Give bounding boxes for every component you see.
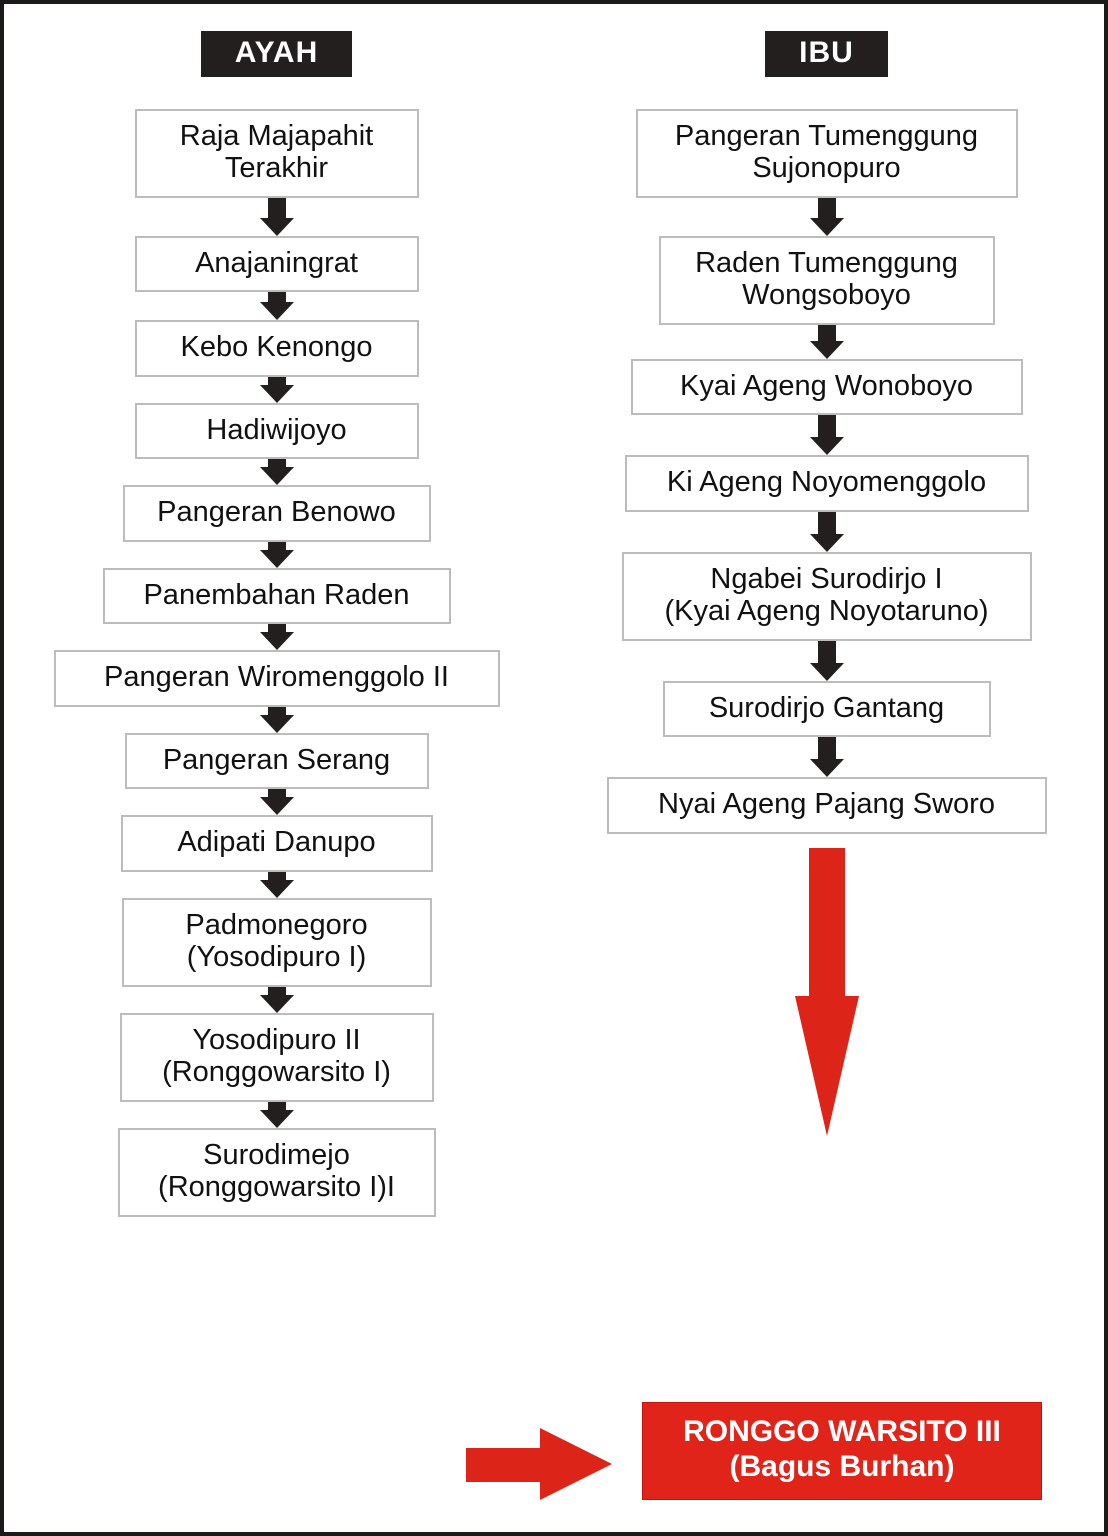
node-anajaningrat: Anajaningrat [134,235,419,293]
node-hadiwijoyo: Hadiwijoyo [134,402,419,460]
arrow-down-icon [259,871,294,898]
column-header-ibu: IBU [765,31,888,77]
arrow-down-icon [259,541,294,568]
arrow-down-icon [259,459,294,486]
node-ki-ageng-noyomenggolo: Ki Ageng Noyomenggolo [624,455,1029,512]
node-yosodipuro-ii: Yosodipuro II (Ronggowarsito I) [119,1012,434,1102]
arrow-down-icon [809,737,844,778]
arrow-down-icon [809,640,844,681]
arrow-down-icon [259,624,294,651]
diagram-columns: AYAH Raja Majapahit Terakhir Anajaningra… [4,4,1104,1532]
node-padmonegoro: Padmonegoro (Yosodipuro I) [121,897,432,987]
node-pangeran-benowo: Pangeran Benowo [122,485,431,542]
node-panembahan-raden: Panembahan Raden [102,567,451,625]
father-lineage-column: AYAH Raja Majapahit Terakhir Anajaningra… [4,4,549,1532]
node-surodirjo-gantang: Surodirjo Gantang [662,680,991,738]
node-nyai-ageng-pajang-sworo: Nyai Ageng Pajang Sworo [606,777,1047,834]
arrow-down-icon [809,197,844,236]
node-pangeran-serang: Pangeran Serang [124,732,429,790]
arrow-down-icon [809,324,844,359]
arrow-down-icon [259,376,294,403]
node-pangeran-wiromenggolo-ii: Pangeran Wiromenggolo II [53,650,500,707]
arrow-down-icon [259,1101,294,1128]
node-raden-tumenggung-wongsoboyo: Raden Tumenggung Wongsoboyo [658,235,995,325]
arrow-down-icon [259,789,294,816]
node-raja-majapahit-terakhir: Raja Majapahit Terakhir [134,109,419,198]
node-pangeran-tumenggung-sujonopuro: Pangeran Tumenggung Sujonopuro [635,109,1018,198]
arrow-down-icon [259,986,294,1013]
mother-lineage-column: IBU Pangeran Tumenggung Sujonopuro Raden… [549,4,1104,1532]
arrow-down-icon [259,292,294,321]
node-ronggo-warsito-iii: RONGGO WARSITO III (Bagus Burhan) [642,1402,1042,1500]
big-red-down-arrow-icon [794,847,859,1136]
column-header-ayah: AYAH [200,31,353,77]
arrow-down-icon [809,415,844,456]
node-surodimejo: Surodimejo (Ronggowarsito I)I [117,1127,436,1217]
node-kyai-ageng-wonoboyo: Kyai Ageng Wonoboyo [630,358,1023,416]
arrow-down-icon [809,511,844,552]
red-right-arrow-icon [466,1428,612,1500]
node-kebo-kenongo: Kebo Kenongo [134,320,419,377]
node-adipati-danupo: Adipati Danupo [120,815,433,872]
arrow-down-icon [259,197,294,236]
arrow-down-icon [259,706,294,733]
node-ngabei-surodirjo-i: Ngabei Surodirjo I (Kyai Ageng Noyotarun… [621,551,1032,641]
result-node-wrapper: RONGGO WARSITO III (Bagus Burhan) [642,1402,1042,1500]
